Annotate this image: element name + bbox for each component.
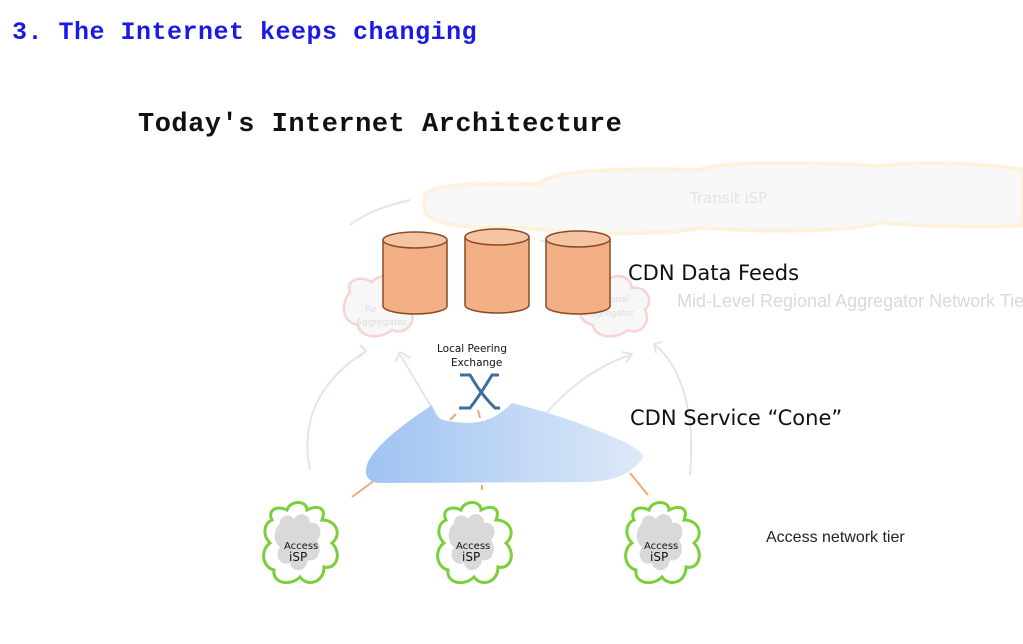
diagram-title: Today's Internet Architecture [138, 110, 623, 140]
regional-right-line2: ggregator [590, 309, 635, 319]
uplink-arrow [654, 344, 693, 476]
peering-label-line2: Exchange [451, 357, 502, 369]
uplink-arrowhead [394, 350, 411, 363]
transit-isp-label: Transit iSP [689, 189, 767, 207]
cdn-cylinder [464, 228, 530, 314]
peering-exchange-icon [459, 373, 500, 410]
cdn-cylinder [545, 230, 611, 315]
access-isp: Access iSP [436, 501, 513, 585]
exchange-link [477, 409, 481, 419]
uplink-arrowhead [621, 351, 634, 363]
access-isp-label-line1: Access [456, 541, 490, 552]
access-link [351, 479, 376, 498]
regional-left-line2: Aggregator [356, 318, 407, 328]
access-isp-label-line1: Access [644, 541, 678, 552]
regional-left-line1: Re [365, 305, 377, 315]
exchange-link [449, 413, 457, 421]
mid-tier-label: Mid-Level Regional Aggregator Network Ti… [677, 291, 1023, 311]
cdn-cone-label: CDN Service “Cone” [630, 406, 842, 430]
regional-right-line1: onal [610, 295, 629, 305]
access-isp-label-line2: iSP [650, 550, 668, 564]
access-links [351, 409, 649, 498]
access-isp: Access iSP [262, 501, 339, 585]
access-tier-label: Access network tier [766, 529, 905, 546]
cdn-cylinder [382, 231, 448, 315]
transit-isp-cloud: Transit iSP [422, 161, 1023, 236]
access-isp-label-line2: iSP [462, 550, 480, 564]
uplink-arrow [399, 354, 441, 421]
uplink-arrowhead [652, 341, 663, 354]
cdn-service-cone [365, 403, 644, 483]
access-link [629, 472, 649, 496]
uplink-arrowhead [357, 344, 368, 359]
cdn-data-feeds-label: CDN Data Feeds [628, 261, 799, 285]
peering-label-line1: Local Peering [437, 343, 507, 355]
access-isp-label-line2: iSP [289, 550, 307, 564]
uplink-arrows [306, 199, 693, 476]
uplink-arrow [306, 351, 366, 471]
uplink-arrow [349, 199, 411, 226]
slide-title: 3. The Internet keeps changing [12, 18, 478, 47]
access-isp: Access iSP [624, 501, 701, 585]
uplink-arrow [544, 354, 631, 416]
access-isp-label-line1: Access [284, 541, 318, 552]
cdn-data-feed-cylinders [382, 228, 611, 315]
